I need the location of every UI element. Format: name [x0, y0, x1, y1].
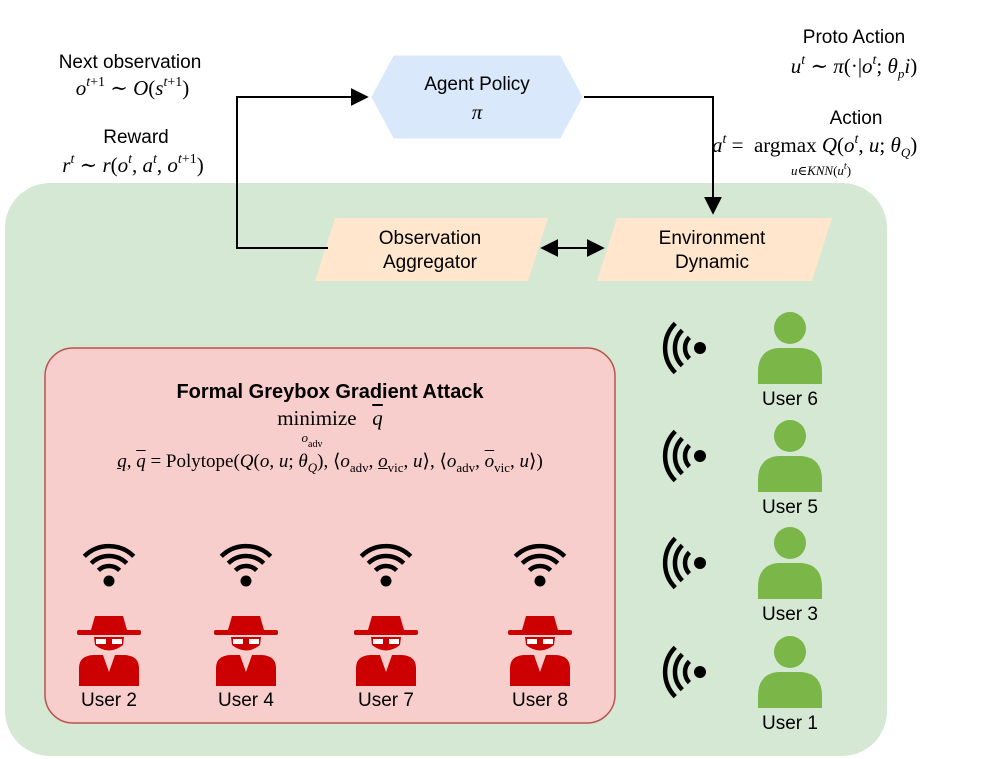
- environment-dynamic-label: Environment Dynamic: [612, 227, 812, 275]
- observation-aggregator-label: Observation Aggregator: [330, 227, 530, 275]
- next-observation-title: Next observation: [58, 52, 202, 73]
- adversary-user-label: User 2: [81, 690, 137, 711]
- agent-policy-node: [371, 55, 583, 139]
- wifi-signal-left-icon: [662, 429, 706, 483]
- attack-polytope-formula: q, q = Polytope(Q(o, u; θQ), ⟨oadv, ovic…: [117, 451, 543, 475]
- attack-panel: [44, 347, 616, 724]
- wifi-icon: [513, 543, 567, 587]
- adversary-user-label: User 8: [512, 690, 568, 711]
- wifi-signal-left-icon: [662, 321, 706, 375]
- environment-dynamic-line1: Environment: [658, 228, 766, 249]
- wifi-signal-left-icon: [662, 645, 706, 699]
- adversary-user-label: User 4: [218, 690, 274, 711]
- spy-icon: [354, 616, 418, 686]
- attack-objective-subscript: oadv: [301, 430, 323, 450]
- policy-symbol: π: [377, 100, 577, 125]
- wifi-signal-left-icon: [662, 536, 706, 590]
- benign-user-1: [662, 636, 822, 708]
- wifi-icon: [82, 543, 136, 587]
- benign-user-label: User 3: [762, 604, 818, 625]
- policy-to-environment-arrow: [584, 96, 722, 215]
- observation-aggregator-node: [315, 218, 548, 281]
- observation-aggregator-line1: Observation: [378, 228, 482, 249]
- next-observation-formula: ot+1 ∼ O(st+1): [75, 75, 190, 101]
- reward-title: Reward: [103, 127, 169, 148]
- action-formula: at = argmax Q(ot, u; θQ): [712, 132, 918, 160]
- spy-icon: [214, 616, 278, 686]
- environment-dynamic-line2: Dynamic: [675, 252, 749, 273]
- attack-title: Formal Greybox Gradient Attack: [176, 381, 484, 403]
- policy-symbol-text: π: [471, 100, 483, 124]
- attack-objective: minimize q: [277, 406, 383, 430]
- user-icon: [758, 636, 822, 708]
- adversary-user-7: [354, 543, 418, 686]
- wifi-icon: [359, 543, 413, 587]
- user-icon: [758, 312, 822, 384]
- adversary-user-2: [77, 543, 141, 686]
- spy-icon: [77, 616, 141, 686]
- adversary-user-4: [214, 543, 278, 686]
- user-icon: [758, 420, 822, 492]
- benign-user-5: [662, 420, 822, 492]
- benign-user-label: User 5: [762, 497, 818, 518]
- environment-dynamic-node: [597, 218, 832, 281]
- proto-action-formula: ut ∼ π(·|ot; θpi): [790, 53, 918, 81]
- benign-user-label: User 1: [762, 713, 818, 734]
- spy-icon: [508, 616, 572, 686]
- proto-action-title: Proto Action: [802, 27, 906, 48]
- user-icon: [758, 527, 822, 599]
- agent-policy-label: Agent Policy: [424, 74, 530, 95]
- wifi-icon: [219, 543, 273, 587]
- reward-formula: rt ∼ r(ot, at, ot+1): [62, 152, 204, 178]
- observation-aggregator-line2: Aggregator: [382, 252, 477, 273]
- benign-user-3: [662, 527, 822, 599]
- aggregator-to-policy-arrow: [236, 88, 369, 249]
- adversary-user-8: [508, 543, 572, 686]
- attack-objective-word: minimize: [277, 406, 357, 430]
- action-formula-subscript: u∈KNN(ut): [790, 161, 852, 179]
- benign-user-label: User 6: [762, 389, 818, 410]
- benign-user-6: [662, 312, 822, 384]
- adversary-user-label: User 7: [358, 690, 414, 711]
- action-title: Action: [829, 108, 883, 129]
